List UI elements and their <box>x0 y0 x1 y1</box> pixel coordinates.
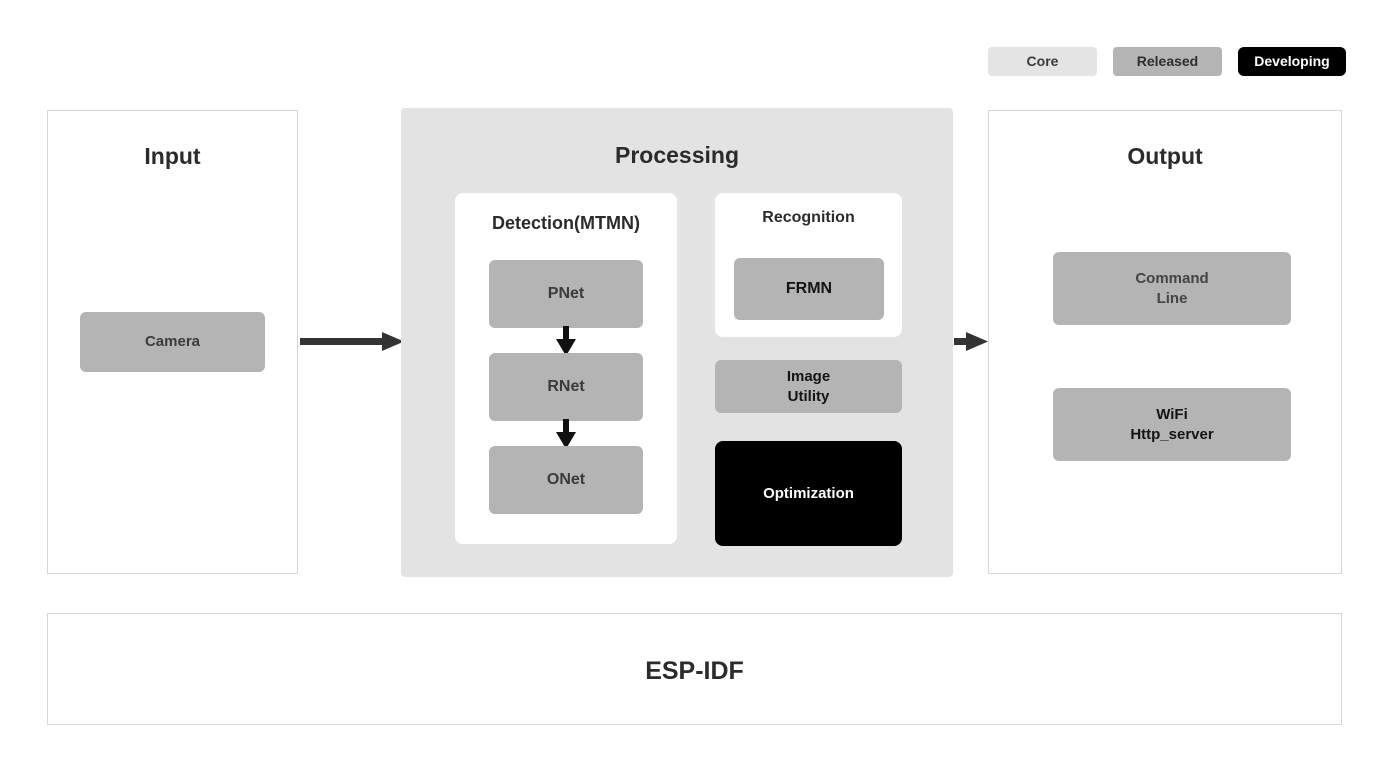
panel-input-title: Input <box>144 143 201 169</box>
legend-chip-released[interactable]: Released <box>1113 47 1222 76</box>
node-wifi-http-server[interactable]: WiFi Http_server <box>1053 388 1291 461</box>
arrow-processing-to-output <box>954 332 990 352</box>
panel-esp-idf: ESP-IDF <box>47 613 1342 725</box>
legend: Core Released Developing <box>988 47 1346 76</box>
panel-output-title: Output <box>1127 143 1203 169</box>
node-camera[interactable]: Camera <box>80 312 265 372</box>
card-detection-title: Detection(MTMN) <box>492 213 640 233</box>
node-rnet[interactable]: RNet <box>489 353 643 421</box>
node-onet[interactable]: ONet <box>489 446 643 514</box>
arrow-input-to-processing <box>300 332 404 352</box>
legend-chip-core[interactable]: Core <box>988 47 1097 76</box>
node-pnet[interactable]: PNet <box>489 260 643 328</box>
panel-output: Output <box>988 110 1342 574</box>
card-recognition-title: Recognition <box>762 209 855 226</box>
arrow-pnet-to-rnet <box>552 326 580 356</box>
esp-idf-label: ESP-IDF <box>645 657 744 685</box>
arrow-rnet-to-onet <box>552 419 580 449</box>
node-command-line[interactable]: Command Line <box>1053 252 1291 325</box>
legend-chip-developing[interactable]: Developing <box>1238 47 1346 76</box>
node-frmn[interactable]: FRMN <box>734 258 884 320</box>
panel-processing-title: Processing <box>615 142 739 168</box>
node-image-utility[interactable]: Image Utility <box>715 360 902 413</box>
node-optimization[interactable]: Optimization <box>715 441 902 546</box>
